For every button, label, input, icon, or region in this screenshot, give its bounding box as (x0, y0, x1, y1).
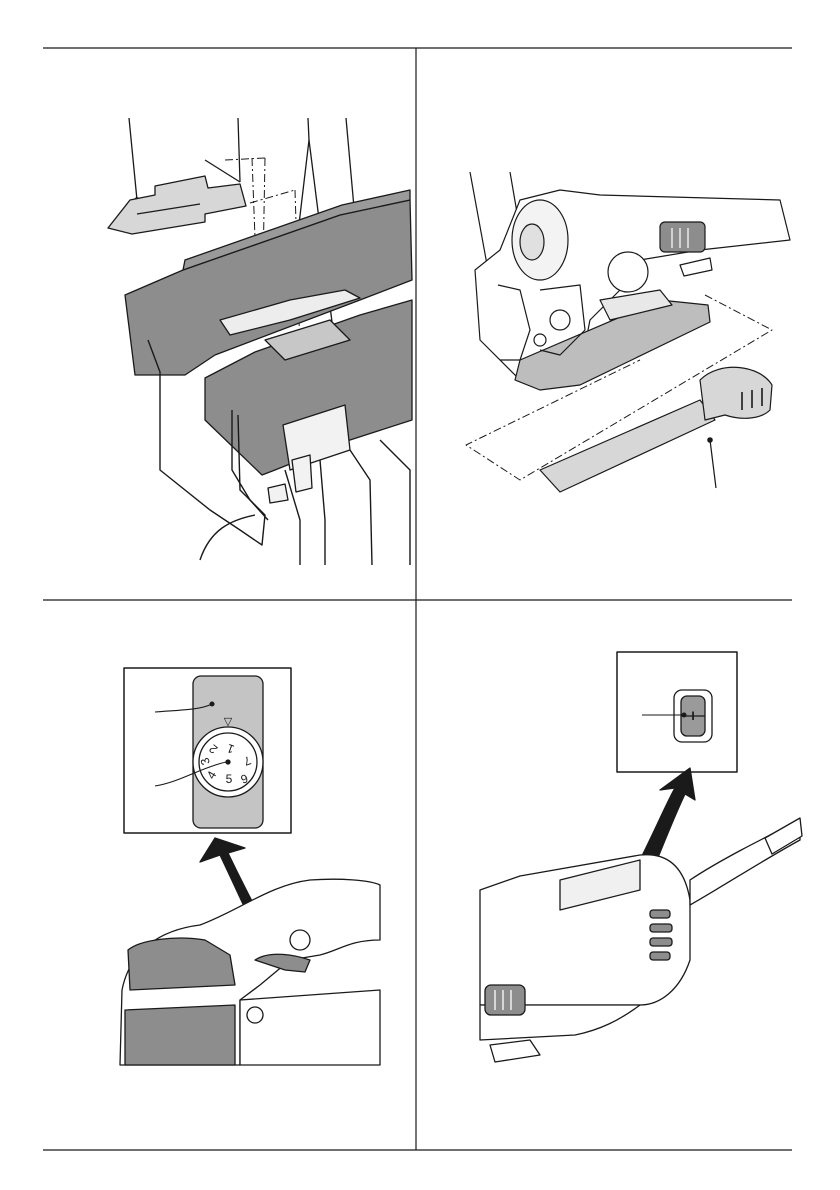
dial-pointer-icon: ▽ (224, 715, 233, 728)
switch-marking: I (691, 709, 694, 723)
figure-speed-dial: ▽ 1 2 3 4 5 6 7 (120, 668, 380, 1065)
blade-guide-piece (108, 176, 246, 234)
jigsaw-handle (120, 879, 380, 1065)
dial-number-5: 5 (226, 772, 233, 786)
motor-switch (485, 985, 525, 1015)
dust-adapter-tube (540, 400, 715, 492)
tool-motor-housing (480, 818, 802, 1062)
orbit-dial (608, 252, 648, 292)
zoom-arrow-2 (640, 768, 695, 865)
figure-switch-lock: I (480, 652, 802, 1062)
figure-dust-adapter (466, 172, 790, 492)
figure-blade-guide (108, 118, 412, 565)
trigger-switch (660, 222, 705, 252)
